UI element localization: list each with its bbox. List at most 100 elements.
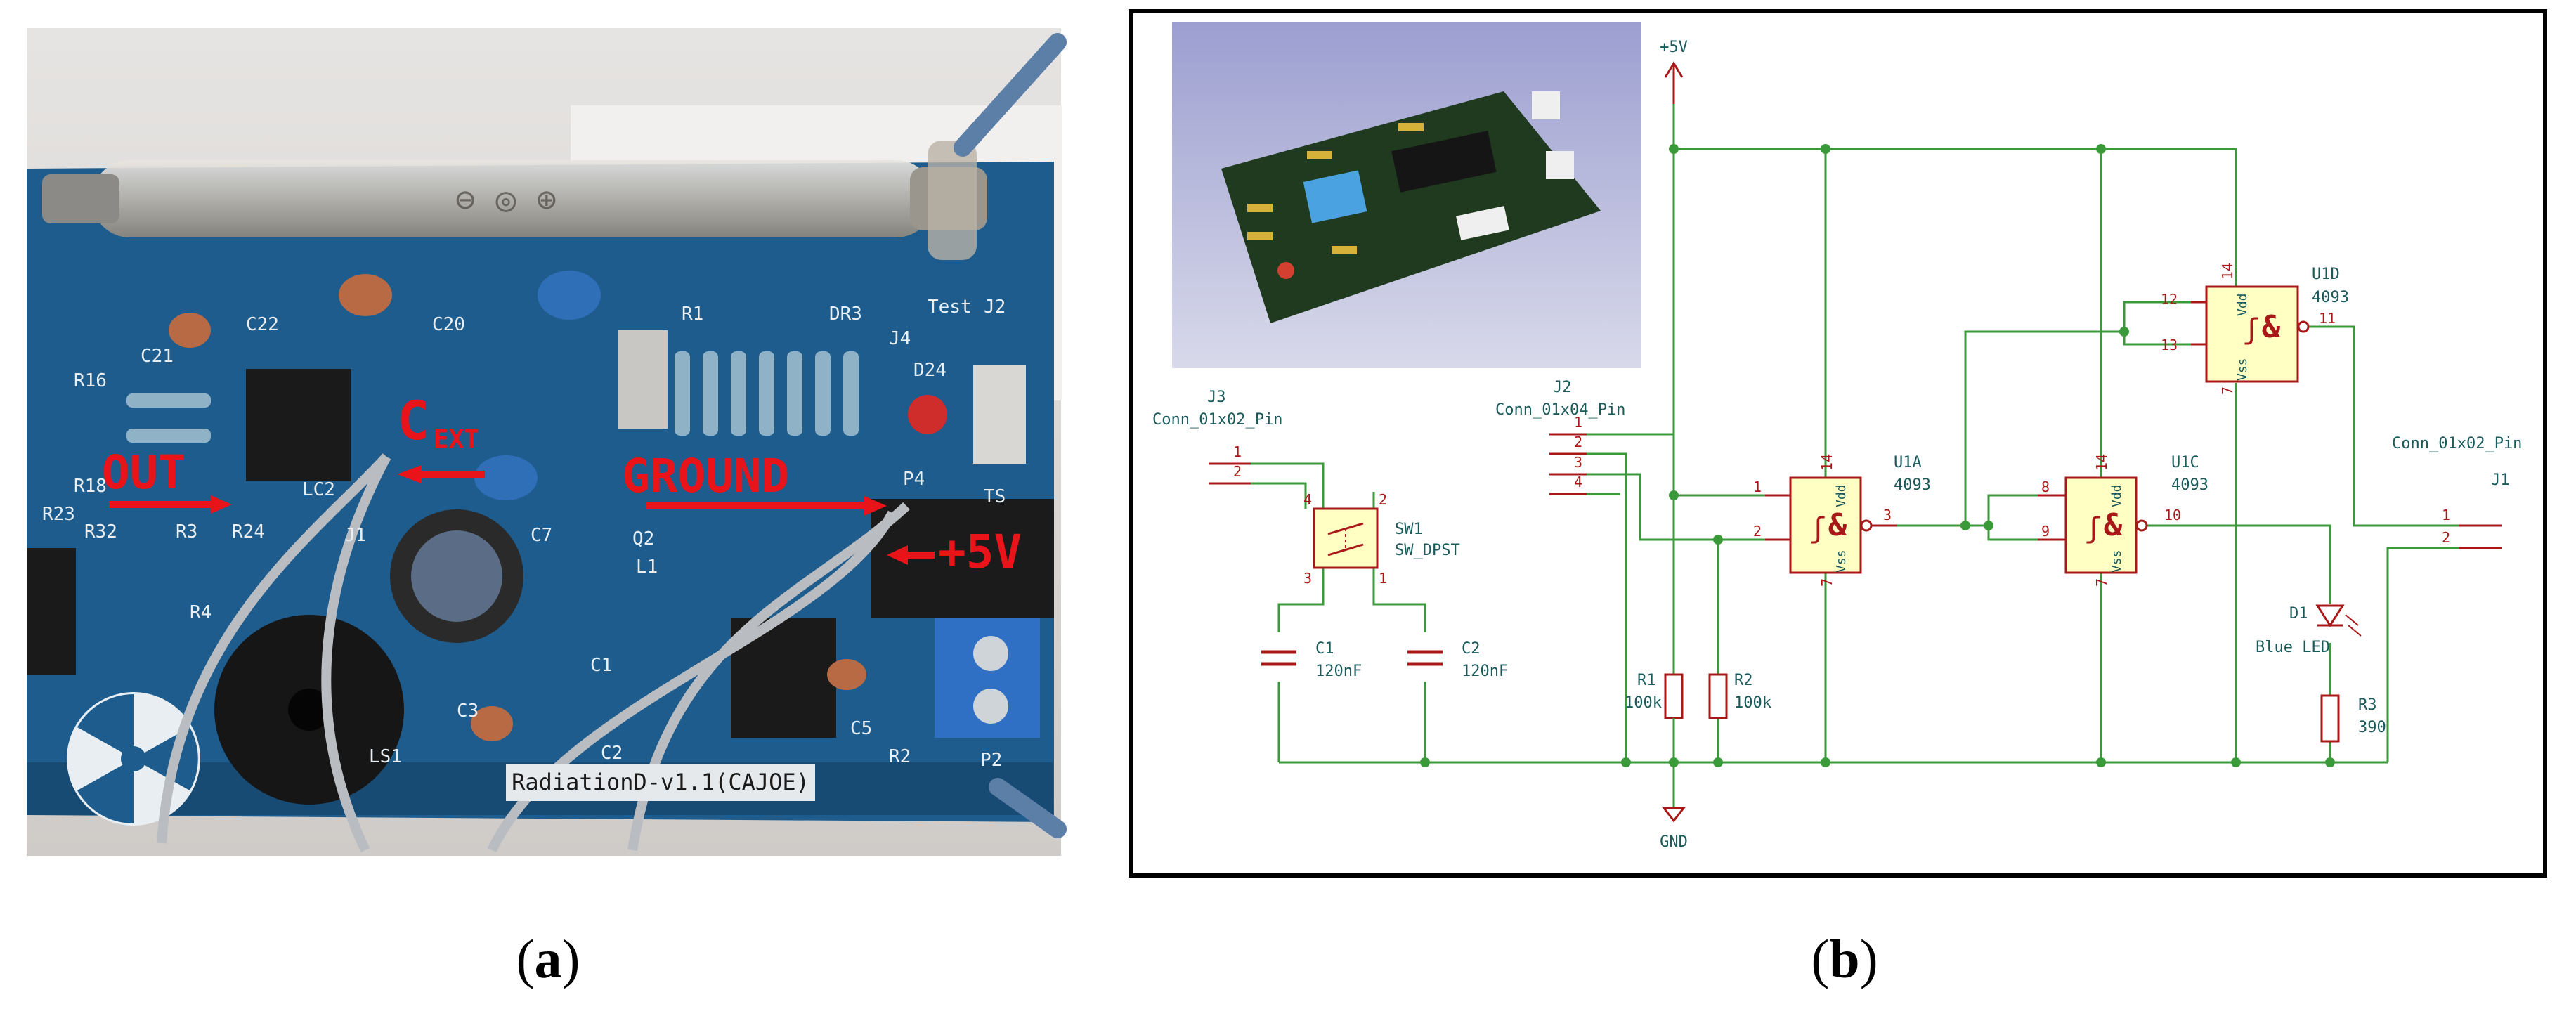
ceramic-capacitor bbox=[538, 271, 601, 320]
switch bbox=[973, 365, 1026, 464]
ic-chip bbox=[27, 548, 76, 675]
svg-text:Conn_01x04_Pin: Conn_01x04_Pin bbox=[1495, 401, 1625, 419]
ceramic-capacitor bbox=[827, 659, 866, 690]
probe-rod-2 bbox=[989, 778, 1067, 838]
svg-text:SW_DPST: SW_DPST bbox=[1395, 542, 1460, 559]
svg-text:4: 4 bbox=[1303, 491, 1312, 508]
svg-text:C20: C20 bbox=[432, 314, 465, 335]
svg-text:3: 3 bbox=[1883, 507, 1892, 523]
svg-text:D1: D1 bbox=[2289, 605, 2308, 623]
connector-j1: Conn_01x02_Pin J1 1 2 bbox=[2392, 435, 2522, 549]
label-cext-sub: EXT bbox=[434, 425, 479, 454]
resistor-r2: R2 100k bbox=[1708, 672, 1771, 719]
svg-text:R3: R3 bbox=[176, 521, 197, 542]
svg-text:3: 3 bbox=[1574, 454, 1582, 471]
svg-text:C3: C3 bbox=[457, 701, 479, 722]
svg-text:P4: P4 bbox=[903, 469, 925, 490]
svg-text:14: 14 bbox=[2219, 263, 2236, 280]
resistor-array bbox=[126, 351, 859, 443]
svg-text:U1D: U1D bbox=[2312, 266, 2340, 283]
svg-text:4093: 4093 bbox=[2171, 476, 2209, 494]
annotations: OUT C EXT GROUND +5V bbox=[102, 389, 1022, 579]
svg-text:GND: GND bbox=[1660, 833, 1688, 851]
svg-text:C5: C5 bbox=[850, 718, 872, 739]
svg-text:2: 2 bbox=[1753, 523, 1762, 540]
svg-text:2: 2 bbox=[1233, 463, 1242, 480]
svg-text:C2: C2 bbox=[1462, 640, 1481, 658]
svg-text:120nF: 120nF bbox=[1462, 663, 1508, 680]
switch-sw1: 4 2 3 1 SW1 SW_DPST bbox=[1303, 491, 1460, 587]
gate-u1d: & ʃ 12 13 11 7 14 Vss Vdd U1D 4093 bbox=[2161, 263, 2349, 395]
svg-text:120nF: 120nF bbox=[1315, 663, 1362, 680]
svg-text:C21: C21 bbox=[141, 346, 174, 367]
svg-text:J4: J4 bbox=[889, 328, 911, 349]
ceramic-capacitor bbox=[169, 313, 211, 348]
label-cext: C bbox=[397, 389, 429, 452]
svg-text:C1: C1 bbox=[590, 655, 612, 676]
svg-text:&: & bbox=[2104, 507, 2123, 543]
svg-text:Vdd: Vdd bbox=[2109, 484, 2124, 507]
svg-text:Q2: Q2 bbox=[632, 528, 654, 549]
svg-text:P2: P2 bbox=[980, 750, 1002, 771]
trimmer bbox=[618, 330, 668, 429]
gnd-symbol: GND bbox=[1660, 807, 1688, 851]
svg-text:1: 1 bbox=[2442, 507, 2450, 523]
photo-panel: ⊖ ◎ ⊕ bbox=[27, 28, 1067, 856]
svg-text:U1A: U1A bbox=[1894, 454, 1922, 471]
svg-text:C7: C7 bbox=[531, 525, 552, 546]
svg-text:7: 7 bbox=[1819, 578, 1835, 587]
svg-text:1: 1 bbox=[1379, 570, 1387, 587]
svg-text:ʃ: ʃ bbox=[2243, 313, 2260, 346]
vcc-symbol: +5V bbox=[1660, 39, 1688, 104]
svg-text:D24: D24 bbox=[913, 360, 947, 381]
capacitor-c1: C1 120nF bbox=[1261, 640, 1362, 680]
board-name-plate bbox=[506, 764, 815, 801]
svg-text:2: 2 bbox=[1379, 491, 1387, 508]
svg-text:Vss: Vss bbox=[2235, 358, 2250, 381]
svg-text:1: 1 bbox=[1574, 414, 1582, 431]
svg-text:LS1: LS1 bbox=[369, 746, 402, 767]
svg-text:J3: J3 bbox=[1207, 389, 1226, 406]
svg-text:4093: 4093 bbox=[1894, 476, 1931, 494]
led-d1: D1 Blue LED bbox=[2256, 604, 2362, 656]
grey-wire bbox=[157, 453, 391, 844]
svg-text:R23: R23 bbox=[42, 504, 75, 525]
ceramic-capacitor bbox=[339, 274, 392, 316]
svg-text:10: 10 bbox=[2164, 507, 2181, 523]
svg-text:DR3: DR3 bbox=[829, 304, 862, 325]
wires bbox=[1209, 104, 2459, 808]
ceramic-capacitor bbox=[474, 455, 538, 500]
svg-text:2: 2 bbox=[2442, 529, 2450, 546]
svg-text:8: 8 bbox=[2041, 478, 2050, 495]
svg-text:100k: 100k bbox=[1625, 694, 1662, 712]
svg-text:Test: Test bbox=[928, 297, 972, 318]
svg-text:7: 7 bbox=[2219, 386, 2236, 395]
svg-text:14: 14 bbox=[1819, 454, 1835, 471]
schematic-panel: +5V GND J3 Conn_01x02_Pin 1 2 4 2 3 1 SW… bbox=[1129, 9, 2547, 878]
svg-text:&: & bbox=[2262, 309, 2281, 345]
svg-text:SW1: SW1 bbox=[1395, 521, 1423, 538]
svg-text:ʃ: ʃ bbox=[2085, 512, 2102, 545]
svg-text:R32: R32 bbox=[84, 521, 117, 542]
ic-chip bbox=[246, 369, 351, 481]
svg-text:ʃ: ʃ bbox=[1809, 512, 1826, 545]
svg-text:4093: 4093 bbox=[2312, 289, 2349, 306]
svg-text:13: 13 bbox=[2161, 337, 2178, 353]
svg-text:Vss: Vss bbox=[1834, 549, 1849, 573]
svg-text:Vss: Vss bbox=[2109, 549, 2124, 573]
svg-text:100k: 100k bbox=[1734, 694, 1771, 712]
svg-text:Vdd: Vdd bbox=[2235, 293, 2250, 316]
svg-text:LC2: LC2 bbox=[302, 479, 335, 500]
ceramic-capacitor bbox=[471, 706, 513, 741]
capacitor-c2: C2 120nF bbox=[1407, 640, 1508, 680]
svg-text:1: 1 bbox=[1753, 478, 1762, 495]
resistor-r1: R1 100k bbox=[1625, 672, 1684, 762]
grey-wire bbox=[321, 454, 391, 853]
svg-text:⊖ ◎ ⊕: ⊖ ◎ ⊕ bbox=[455, 180, 557, 219]
svg-text:Vdd: Vdd bbox=[1834, 484, 1849, 507]
svg-text:R18: R18 bbox=[74, 476, 107, 497]
svg-text:R24: R24 bbox=[232, 521, 265, 542]
svg-text:U1C: U1C bbox=[2171, 454, 2199, 471]
svg-text:390: 390 bbox=[2358, 719, 2386, 736]
svg-text:J1: J1 bbox=[344, 525, 366, 546]
